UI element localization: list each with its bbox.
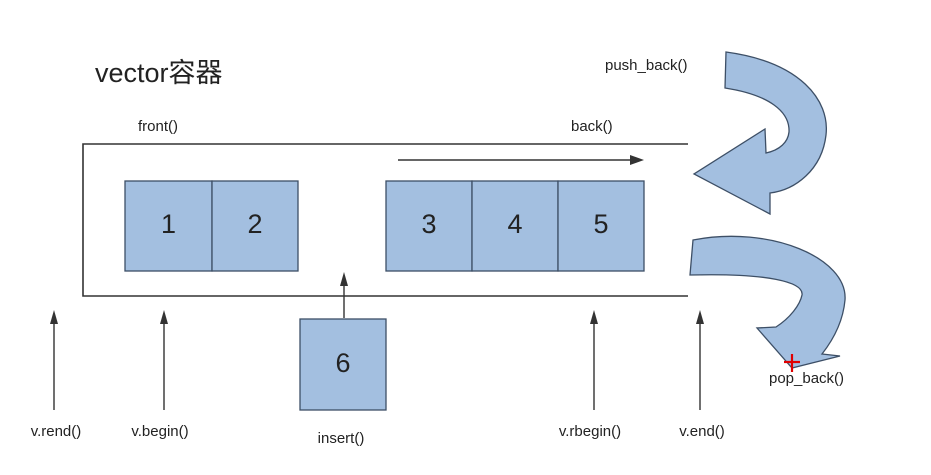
rbegin-label: v.rbegin()	[559, 423, 621, 440]
cell-2-value: 2	[247, 209, 262, 239]
container-outline	[82, 143, 688, 297]
cell-1-value: 1	[161, 209, 176, 239]
insert-label: insert()	[318, 430, 365, 447]
end-label: v.end()	[679, 423, 725, 440]
rend-label: v.rend()	[31, 423, 82, 440]
cell-2: 2	[211, 180, 299, 272]
cell-4-value: 4	[507, 209, 522, 239]
push-back-label: push_back()	[605, 57, 688, 74]
rbegin-arrow	[590, 310, 598, 410]
begin-arrow	[160, 310, 168, 410]
end-arrow	[696, 310, 704, 410]
cursor-marker	[784, 354, 800, 372]
cell-6: 6	[299, 318, 387, 411]
cell-5: 5	[557, 180, 645, 272]
cell-1: 1	[124, 180, 213, 272]
cell-4: 4	[471, 180, 559, 272]
cell-6-value: 6	[335, 348, 350, 378]
cell-3-value: 3	[421, 209, 436, 239]
cell-5-value: 5	[593, 209, 608, 239]
begin-label: v.begin()	[131, 423, 188, 440]
diagram-title: vector容器	[95, 58, 223, 88]
cell-3: 3	[385, 180, 473, 272]
iteration-direction-arrow	[398, 155, 644, 165]
front-label: front()	[138, 118, 178, 135]
pop-back-label: pop_back()	[769, 370, 844, 387]
back-label: back()	[571, 118, 613, 135]
insert-arrow	[340, 272, 348, 318]
push-back-curved-arrow	[692, 51, 827, 216]
rend-arrow	[50, 310, 58, 410]
pop-back-curved-arrow	[689, 235, 846, 369]
